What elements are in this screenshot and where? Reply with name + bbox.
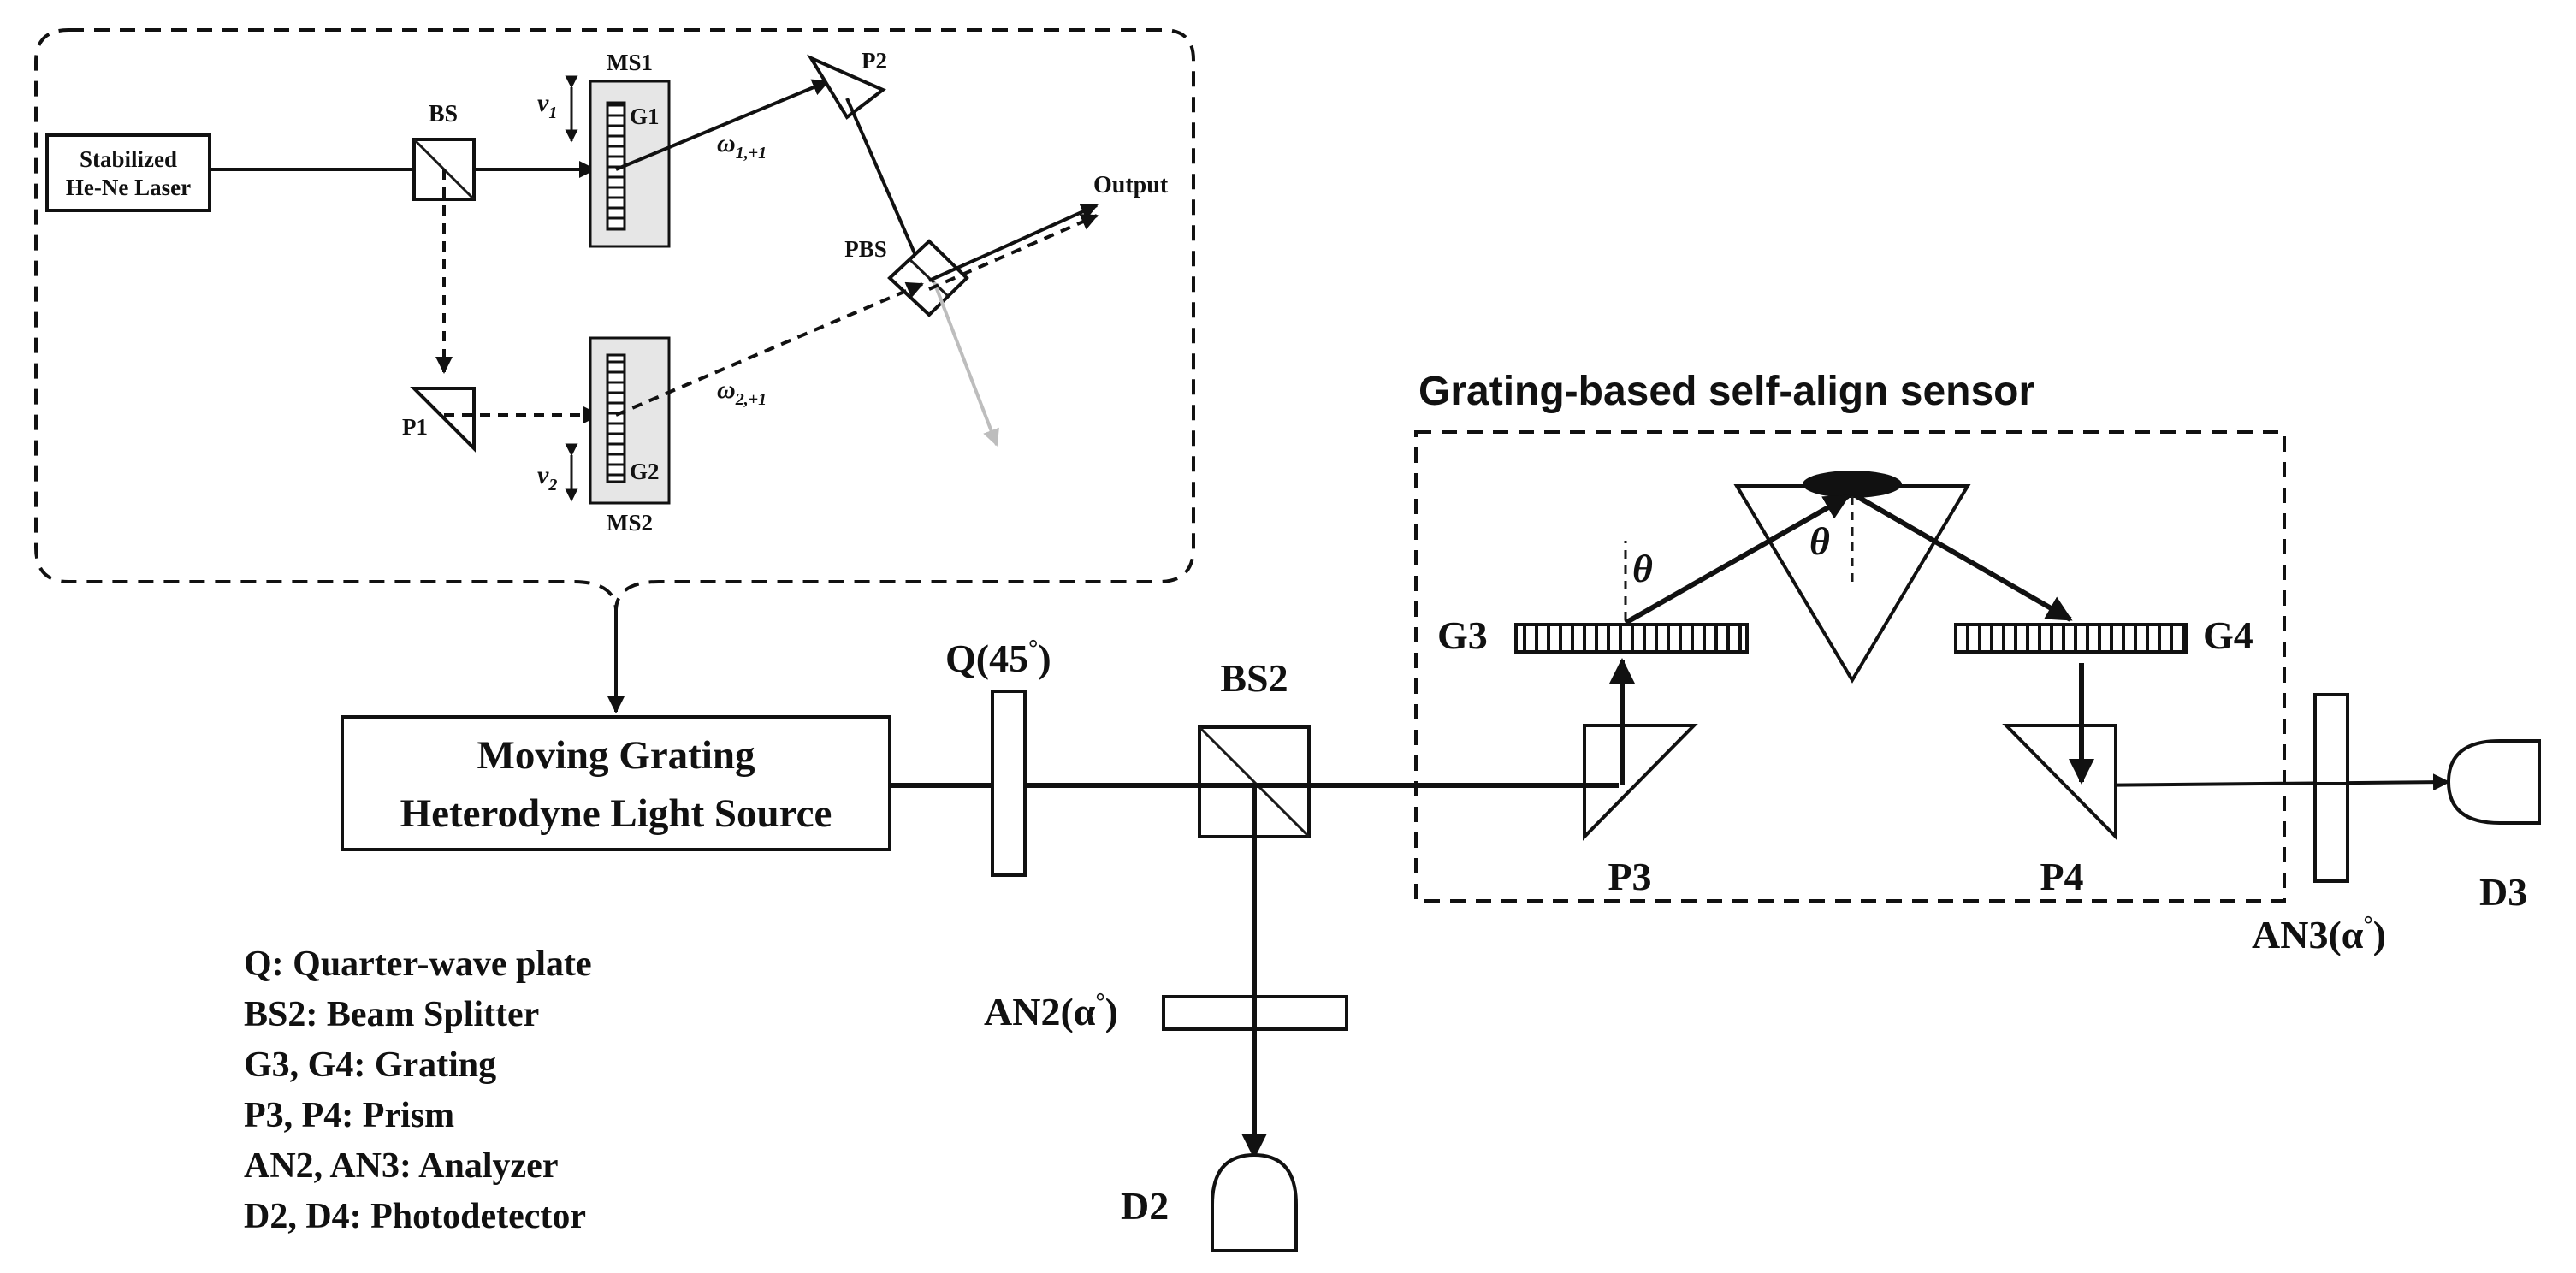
legend-item: G3, G4: Grating — [244, 1045, 496, 1085]
sample-to-g4-beam — [1855, 494, 2073, 622]
legend-item: P3, P4: Prism — [244, 1096, 454, 1135]
ms2-label: MS2 — [607, 510, 653, 536]
q-label: Q(45°) — [945, 636, 1051, 680]
p4-prism — [2002, 724, 2117, 841]
p3-prism — [1583, 724, 1698, 841]
output-beam-solid — [928, 204, 1099, 282]
g4-grating — [1954, 623, 2188, 654]
leak-beam-gray — [933, 281, 999, 447]
theta-left: θ — [1632, 547, 1653, 590]
light-source-line2: Heterodyne Light Source — [400, 791, 832, 836]
g1-label: G1 — [630, 104, 660, 129]
sensor-frame — [1414, 430, 2286, 903]
legend-item: AN2, AN3: Analyzer — [244, 1146, 558, 1186]
quarter-wave-plate — [991, 690, 1027, 877]
laser-label-line1: Stabilized — [80, 146, 177, 172]
bs-label: BS — [429, 101, 458, 127]
bs2-label: BS2 — [1220, 656, 1288, 700]
component-legend: Q: Quarter-wave plate BS2: Beam Splitter… — [244, 944, 592, 1236]
legend-item: D2, D4: Photodetector — [244, 1197, 586, 1236]
output-beam-dashed — [928, 214, 1099, 291]
output-label: Output — [1093, 172, 1169, 198]
laser-label-line2: He-Ne Laser — [66, 175, 191, 200]
g2-label: G2 — [630, 459, 660, 484]
v2-label: v2 — [537, 461, 557, 494]
p2-prism — [806, 54, 886, 120]
p4-label: P4 — [2040, 855, 2083, 898]
an2-label: AN2(α°) — [984, 989, 1118, 1033]
omega2-label: ω2,+1 — [717, 376, 767, 409]
main-optical-path: Moving Grating Heterodyne Light Source Q… — [341, 636, 2541, 1252]
p3-label: P3 — [1608, 855, 1651, 898]
heterodyne-source-inset: Stabilized He-Ne Laser BS MS1 G1 v1 ω1,+… — [34, 28, 1195, 610]
p4-to-d3-beam — [2081, 773, 2450, 791]
omega1-label: ω1,+1 — [717, 129, 767, 163]
pbs-label: PBS — [844, 236, 887, 262]
g3-label: G3 — [1437, 613, 1488, 657]
p2-to-pbs-beam — [845, 98, 928, 282]
p2-label: P2 — [862, 48, 887, 74]
g4-label: G4 — [2203, 613, 2253, 657]
ms1-label: MS1 — [607, 50, 653, 75]
an3-analyzer — [2313, 693, 2349, 883]
he-ne-laser-box — [45, 133, 211, 212]
g3-grating — [1514, 623, 1749, 654]
ms2-stage — [589, 336, 671, 505]
sensor-title: Grating-based self-align sensor — [1418, 369, 2034, 414]
light-source-box — [341, 715, 891, 851]
v1-label: v1 — [537, 89, 557, 122]
d2-photodetector — [1211, 1152, 1298, 1252]
self-align-sensor: Grating-based self-align sensor G3 G4 θ … — [1414, 369, 2286, 903]
p1-prism — [410, 387, 476, 453]
theta-right: θ — [1809, 519, 1830, 563]
d3-photodetector — [2446, 739, 2541, 825]
sample-spot — [1803, 471, 1902, 498]
pbs-diagonal — [908, 258, 950, 298]
omega2-beam — [615, 281, 924, 417]
p1-label: P1 — [402, 414, 428, 440]
d2-label: D2 — [1121, 1184, 1169, 1228]
bs2-diagonal — [1198, 725, 1311, 838]
g3-to-sample-beam — [1624, 494, 1851, 625]
omega1-beam — [615, 79, 830, 171]
d3-label: D3 — [2479, 870, 2527, 914]
g2-grating — [606, 353, 626, 483]
legend-item: Q: Quarter-wave plate — [244, 944, 592, 984]
an3-label: AN3(α°) — [2252, 912, 2386, 956]
legend-item: BS2: Beam Splitter — [244, 995, 539, 1034]
light-source-line1: Moving Grating — [477, 733, 755, 778]
